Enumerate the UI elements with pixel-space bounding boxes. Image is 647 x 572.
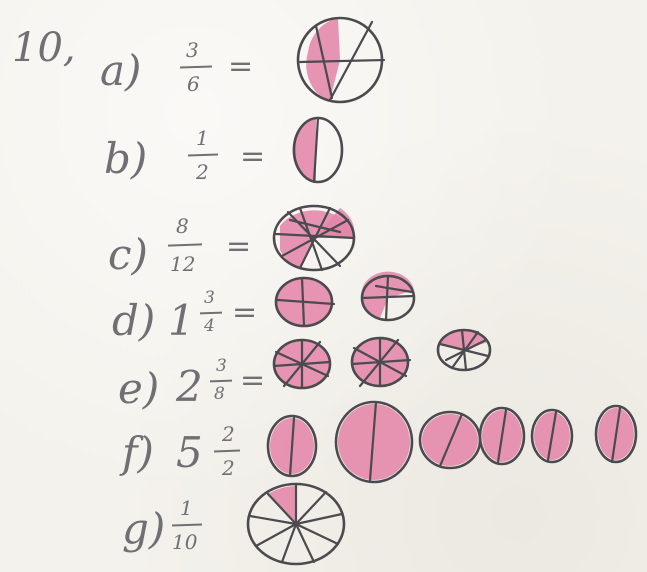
item-a-denominator: 6 [187, 72, 200, 96]
item-b-equals: = [240, 139, 266, 174]
item-c-label: c) [108, 230, 148, 279]
item-e-equals: = [240, 363, 266, 398]
item-c-denominator: 12 [170, 252, 196, 276]
item-e-numerator: 3 [216, 356, 227, 376]
item-a-equals: = [228, 49, 254, 84]
item-f-circle-3 [418, 410, 482, 470]
item-g-circle [246, 482, 346, 566]
item-d-whole: 1 [168, 296, 195, 345]
item-c-equals: = [226, 229, 252, 264]
item-f-whole: 5 [176, 428, 203, 477]
item-f-denominator: 2 [222, 456, 235, 480]
item-a-circle [296, 16, 386, 104]
item-b-label: b) [104, 134, 148, 183]
item-f-circle-5 [530, 408, 574, 464]
item-d-circle-2 [360, 271, 416, 322]
item-g-label: g) [122, 504, 166, 553]
item-f-circle-2 [334, 400, 414, 484]
item-d-numerator: 3 [204, 288, 215, 308]
item-b-denominator: 2 [196, 160, 209, 184]
item-e-whole: 2 [176, 362, 203, 411]
item-d-denominator: 4 [204, 316, 215, 336]
item-a-label: a) [100, 46, 142, 95]
item-f-circle-1 [266, 414, 318, 478]
item-e-circle-1 [272, 338, 332, 390]
item-d-label: d) [112, 296, 156, 345]
item-f-numerator: 2 [222, 422, 235, 446]
item-g-numerator: 1 [180, 496, 193, 520]
item-b-circle [292, 116, 344, 184]
item-e-label: e) [118, 364, 160, 413]
item-f-circle-6 [594, 404, 638, 464]
item-f-label: f) [122, 428, 154, 477]
problem-number: 10, [12, 25, 76, 71]
item-f-circle-4 [478, 406, 526, 466]
item-d-equals: = [232, 295, 258, 330]
item-e-circle-3 [436, 328, 492, 372]
item-e-circle-2 [350, 336, 412, 388]
item-g-denominator: 10 [172, 530, 198, 554]
item-e-denominator: 8 [214, 384, 225, 404]
item-c-numerator: 8 [176, 214, 189, 238]
item-b-numerator: 1 [196, 126, 209, 150]
item-a-numerator: 3 [186, 38, 199, 62]
item-d-circle-1 [274, 276, 336, 328]
item-c-circle [272, 204, 356, 272]
